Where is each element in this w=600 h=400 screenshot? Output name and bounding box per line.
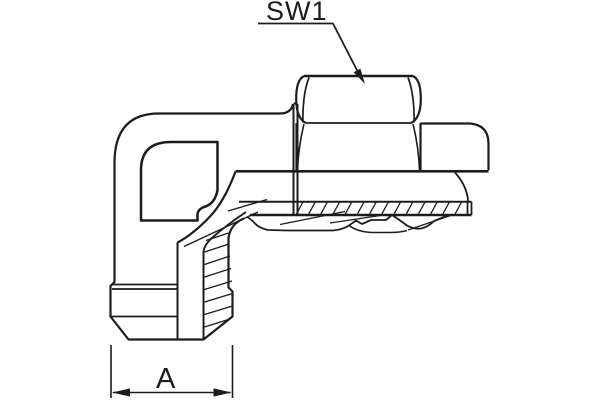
elbow-bore-window: [139, 140, 219, 222]
tube-end-edge: [466, 201, 473, 215]
dim-a-label: A: [156, 363, 176, 395]
cutting-ring-edge-lines: [279, 210, 453, 231]
nut-body-facet-lines: [296, 123, 421, 171]
outer-transition-curve: [176, 171, 237, 244]
inner-transition-curve: [202, 211, 247, 253]
sw1-leader-line: [258, 22, 362, 79]
cutting-ring-underside: [348, 224, 408, 234]
nut-cap-left-edge: [295, 75, 307, 125]
nut-cap-right-edge: [410, 75, 422, 125]
nut-collar: [420, 122, 490, 171]
cutting-ring-profile: [246, 214, 453, 232]
threaded-stud: [110, 232, 233, 340]
cutting-ring: [246, 210, 453, 234]
sw1-arrowhead: [353, 68, 365, 84]
tube-section: [235, 170, 489, 217]
dimension-a: A: [110, 345, 234, 398]
nut-cap-facet-curves: [302, 77, 415, 123]
stud-bore-lines: [176, 242, 205, 340]
body-transition-curves: [176, 171, 247, 253]
swivel-nut: [295, 74, 490, 171]
nut-body-edges: [295, 123, 422, 170]
hex-flat-lines: [110, 283, 178, 318]
dim-extension-lines: [110, 345, 234, 398]
tube-wall-hatching: [295, 201, 463, 216]
sw1-callout: SW1: [258, 0, 365, 84]
dim-arrowhead-right: [213, 388, 232, 397]
dim-arrowhead-left: [112, 388, 130, 397]
thread-hatching: [204, 232, 233, 328]
tube-neck-curve: [454, 171, 469, 202]
sw1-label: SW1: [266, 0, 328, 26]
elbow-silhouette: [109, 103, 295, 341]
